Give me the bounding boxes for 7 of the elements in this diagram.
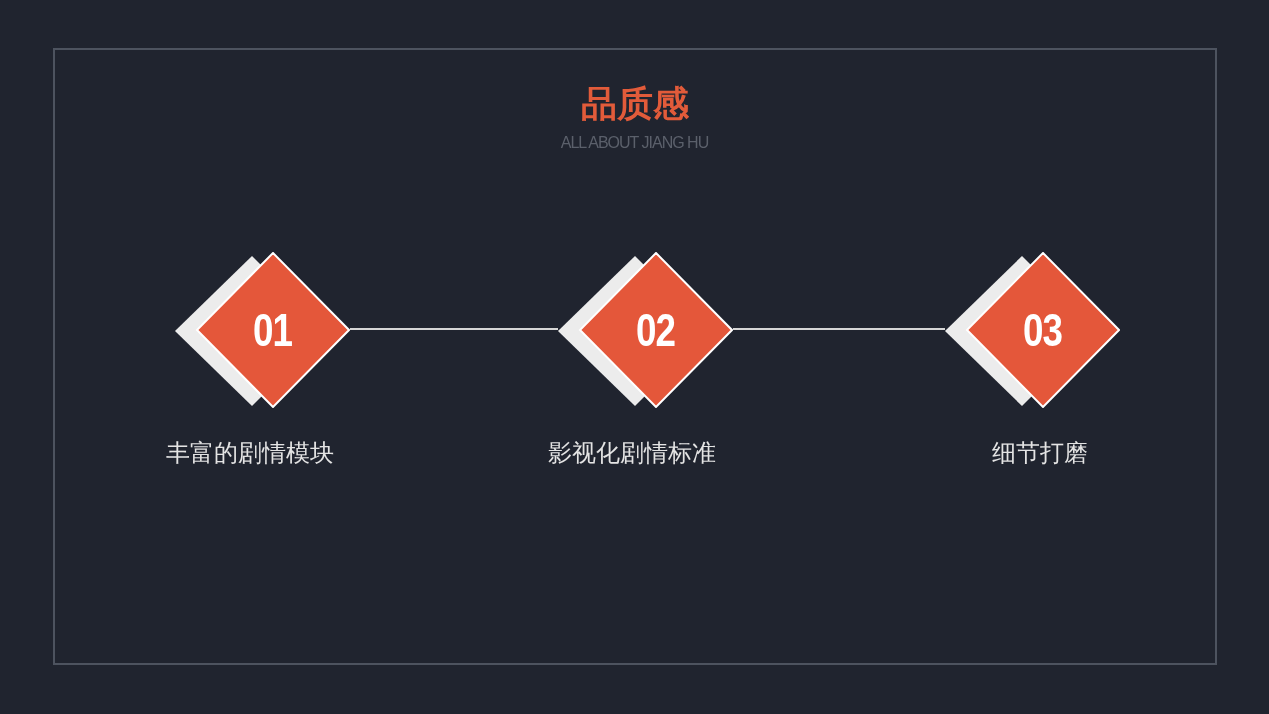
- subtitle: ALL ABOUT JIANG HU: [559, 134, 710, 152]
- step-caption: 丰富的剧情模块: [166, 438, 334, 469]
- connector-line: [732, 328, 946, 330]
- step-caption: 细节打磨: [992, 438, 1088, 469]
- connector-line: [349, 328, 559, 330]
- title: 品质感: [579, 82, 690, 126]
- step-caption: 影视化剧情标准: [548, 438, 716, 469]
